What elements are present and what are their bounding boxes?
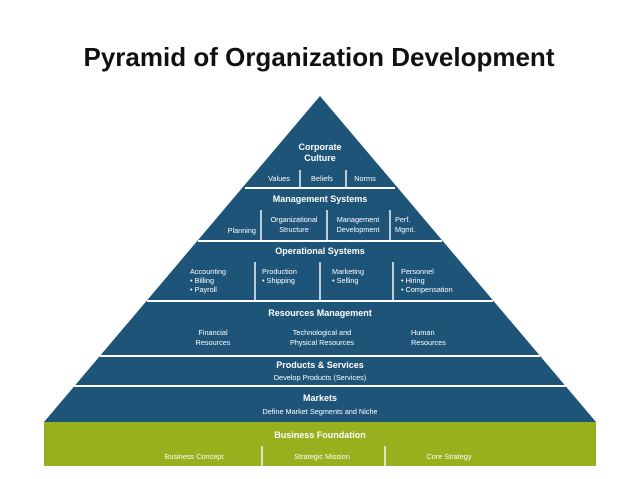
foundation-heading: Business Foundation — [274, 430, 366, 440]
resources-technological-line2: Physical Resources — [290, 338, 354, 347]
foundation-item-concept: Business Concept — [165, 452, 224, 461]
level-separators — [74, 187, 566, 387]
ops-personnel-bullet-1: • Hiring — [401, 276, 425, 285]
level-operational-systems: Operational Systems Accounting • Billing… — [190, 246, 453, 294]
ops-marketing-title: Marketing — [332, 267, 364, 276]
culture-item-beliefs: Beliefs — [311, 174, 333, 183]
ops-production-bullet-1: • Shipping — [262, 276, 295, 285]
pyramid-shape — [44, 96, 596, 422]
resources-financial-line2: Resources — [196, 338, 231, 347]
mgmt-item-planning: Planning — [228, 226, 256, 235]
mgmt-item-dev-line1: Management — [337, 215, 380, 224]
mgmt-item-perf-line1: Perf. — [395, 215, 410, 224]
level-corporate-culture: Corporate Culture Values Beliefs Norms — [268, 142, 376, 183]
ops-accounting-bullet-2: • Payroll — [190, 285, 217, 294]
mgmt-item-dev-line2: Development — [337, 225, 380, 234]
ops-personnel-bullet-2: • Compensation — [401, 285, 453, 294]
mgmt-item-org-line1: Organizational — [270, 215, 317, 224]
level-resources-management: Resources Management Financial Resources… — [196, 308, 447, 347]
item-dividers — [254, 170, 394, 466]
resources-financial-line1: Financial — [198, 328, 228, 337]
level-business-foundation: Business Foundation Business Concept Str… — [165, 430, 472, 461]
level-management-systems: Management Systems Planning Organization… — [228, 194, 416, 235]
level-markets: Markets Define Market Segments and Niche — [262, 393, 377, 416]
culture-heading-line2: Culture — [304, 153, 336, 163]
ops-accounting-bullet-1: • Billing — [190, 276, 214, 285]
foundation-item-strategy: Core Strategy — [426, 452, 471, 461]
markets-heading: Markets — [303, 393, 337, 403]
resources-human-line1: Human — [411, 328, 435, 337]
ops-accounting-title: Accounting — [190, 267, 226, 276]
management-heading: Management Systems — [273, 194, 368, 204]
ops-marketing-bullet-1: • Selling — [332, 276, 359, 285]
page-title: Pyramid of Organization Development — [83, 42, 555, 72]
foundation-item-mission: Strategic Mission — [294, 452, 350, 461]
mgmt-item-perf-line2: Mgmt. — [395, 225, 415, 234]
markets-subtitle: Define Market Segments and Niche — [262, 407, 377, 416]
level-products-services: Products & Services Develop Products (Se… — [274, 360, 366, 382]
culture-item-values: Values — [268, 174, 290, 183]
culture-item-norms: Norms — [354, 174, 376, 183]
ops-production-title: Production — [262, 267, 297, 276]
mgmt-item-org-line2: Structure — [279, 225, 309, 234]
operational-heading: Operational Systems — [275, 246, 365, 256]
resources-technological-line1: Technological and — [293, 328, 351, 337]
products-subtitle: Develop Products (Services) — [274, 373, 366, 382]
products-heading: Products & Services — [276, 360, 364, 370]
resources-human-line2: Resources — [411, 338, 446, 347]
ops-personnel-title: Personnel — [401, 267, 434, 276]
resources-heading: Resources Management — [268, 308, 372, 318]
foundation-band — [44, 422, 596, 466]
culture-heading-line1: Corporate — [298, 142, 341, 152]
